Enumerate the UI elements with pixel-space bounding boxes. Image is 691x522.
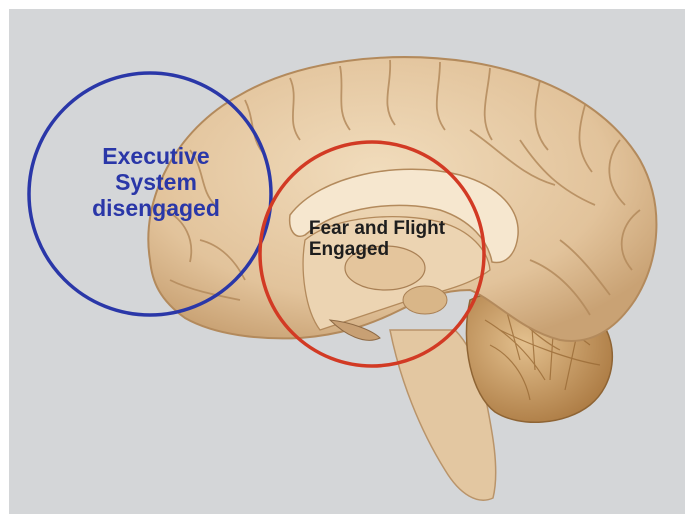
executive-line-1: Executive [56, 144, 256, 170]
executive-system-label: Executive System disengaged [56, 144, 256, 221]
executive-line-2: System [56, 170, 256, 196]
fear-flight-label: Fear and Flight Engaged [262, 218, 492, 261]
fear-line-1: Fear and Flight [262, 218, 492, 239]
executive-line-3: disengaged [56, 196, 256, 222]
fear-line-2: Engaged [262, 239, 492, 260]
midbrain [403, 286, 447, 314]
